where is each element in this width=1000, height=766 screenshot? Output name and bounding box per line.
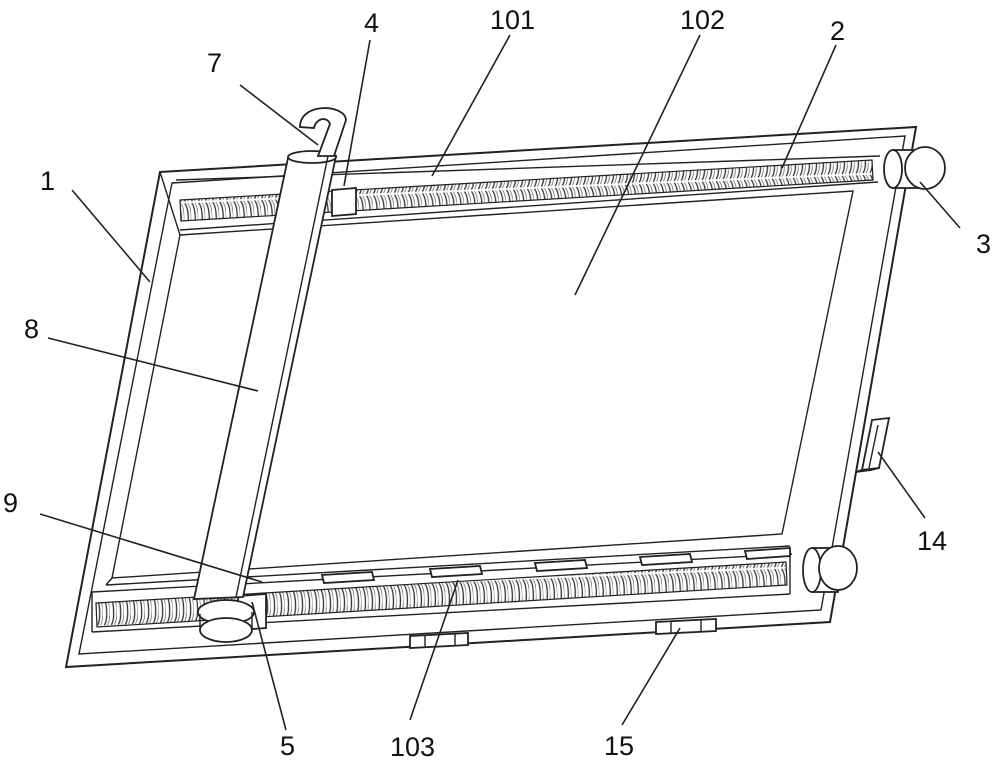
label-5: 5 bbox=[280, 731, 295, 761]
label-103: 103 bbox=[390, 732, 435, 762]
bottom-foot-right bbox=[655, 618, 717, 635]
label-4: 4 bbox=[364, 8, 379, 38]
roller-top bbox=[883, 146, 946, 190]
nut bbox=[197, 599, 255, 643]
label-9: 9 bbox=[3, 488, 18, 518]
label-15: 15 bbox=[604, 731, 634, 761]
upper-slider bbox=[331, 187, 357, 217]
side-bracket bbox=[855, 416, 891, 473]
label-102: 102 bbox=[680, 5, 725, 35]
label-1: 1 bbox=[40, 166, 55, 196]
label-2: 2 bbox=[830, 16, 845, 46]
bottom-screw-rod bbox=[95, 561, 788, 628]
roller-bottom bbox=[802, 545, 858, 593]
bottom-foot-left bbox=[409, 632, 469, 649]
label-7: 7 bbox=[207, 48, 222, 78]
leader-lines bbox=[39, 34, 961, 731]
label-8: 8 bbox=[24, 314, 39, 344]
reference-labels: 1 7 4 101 102 2 3 8 9 14 5 103 15 bbox=[3, 5, 991, 762]
label-3: 3 bbox=[976, 229, 991, 259]
bottom-rail-tabs bbox=[320, 547, 791, 584]
label-101: 101 bbox=[490, 5, 535, 35]
label-14: 14 bbox=[917, 526, 947, 556]
handle bbox=[299, 107, 347, 157]
